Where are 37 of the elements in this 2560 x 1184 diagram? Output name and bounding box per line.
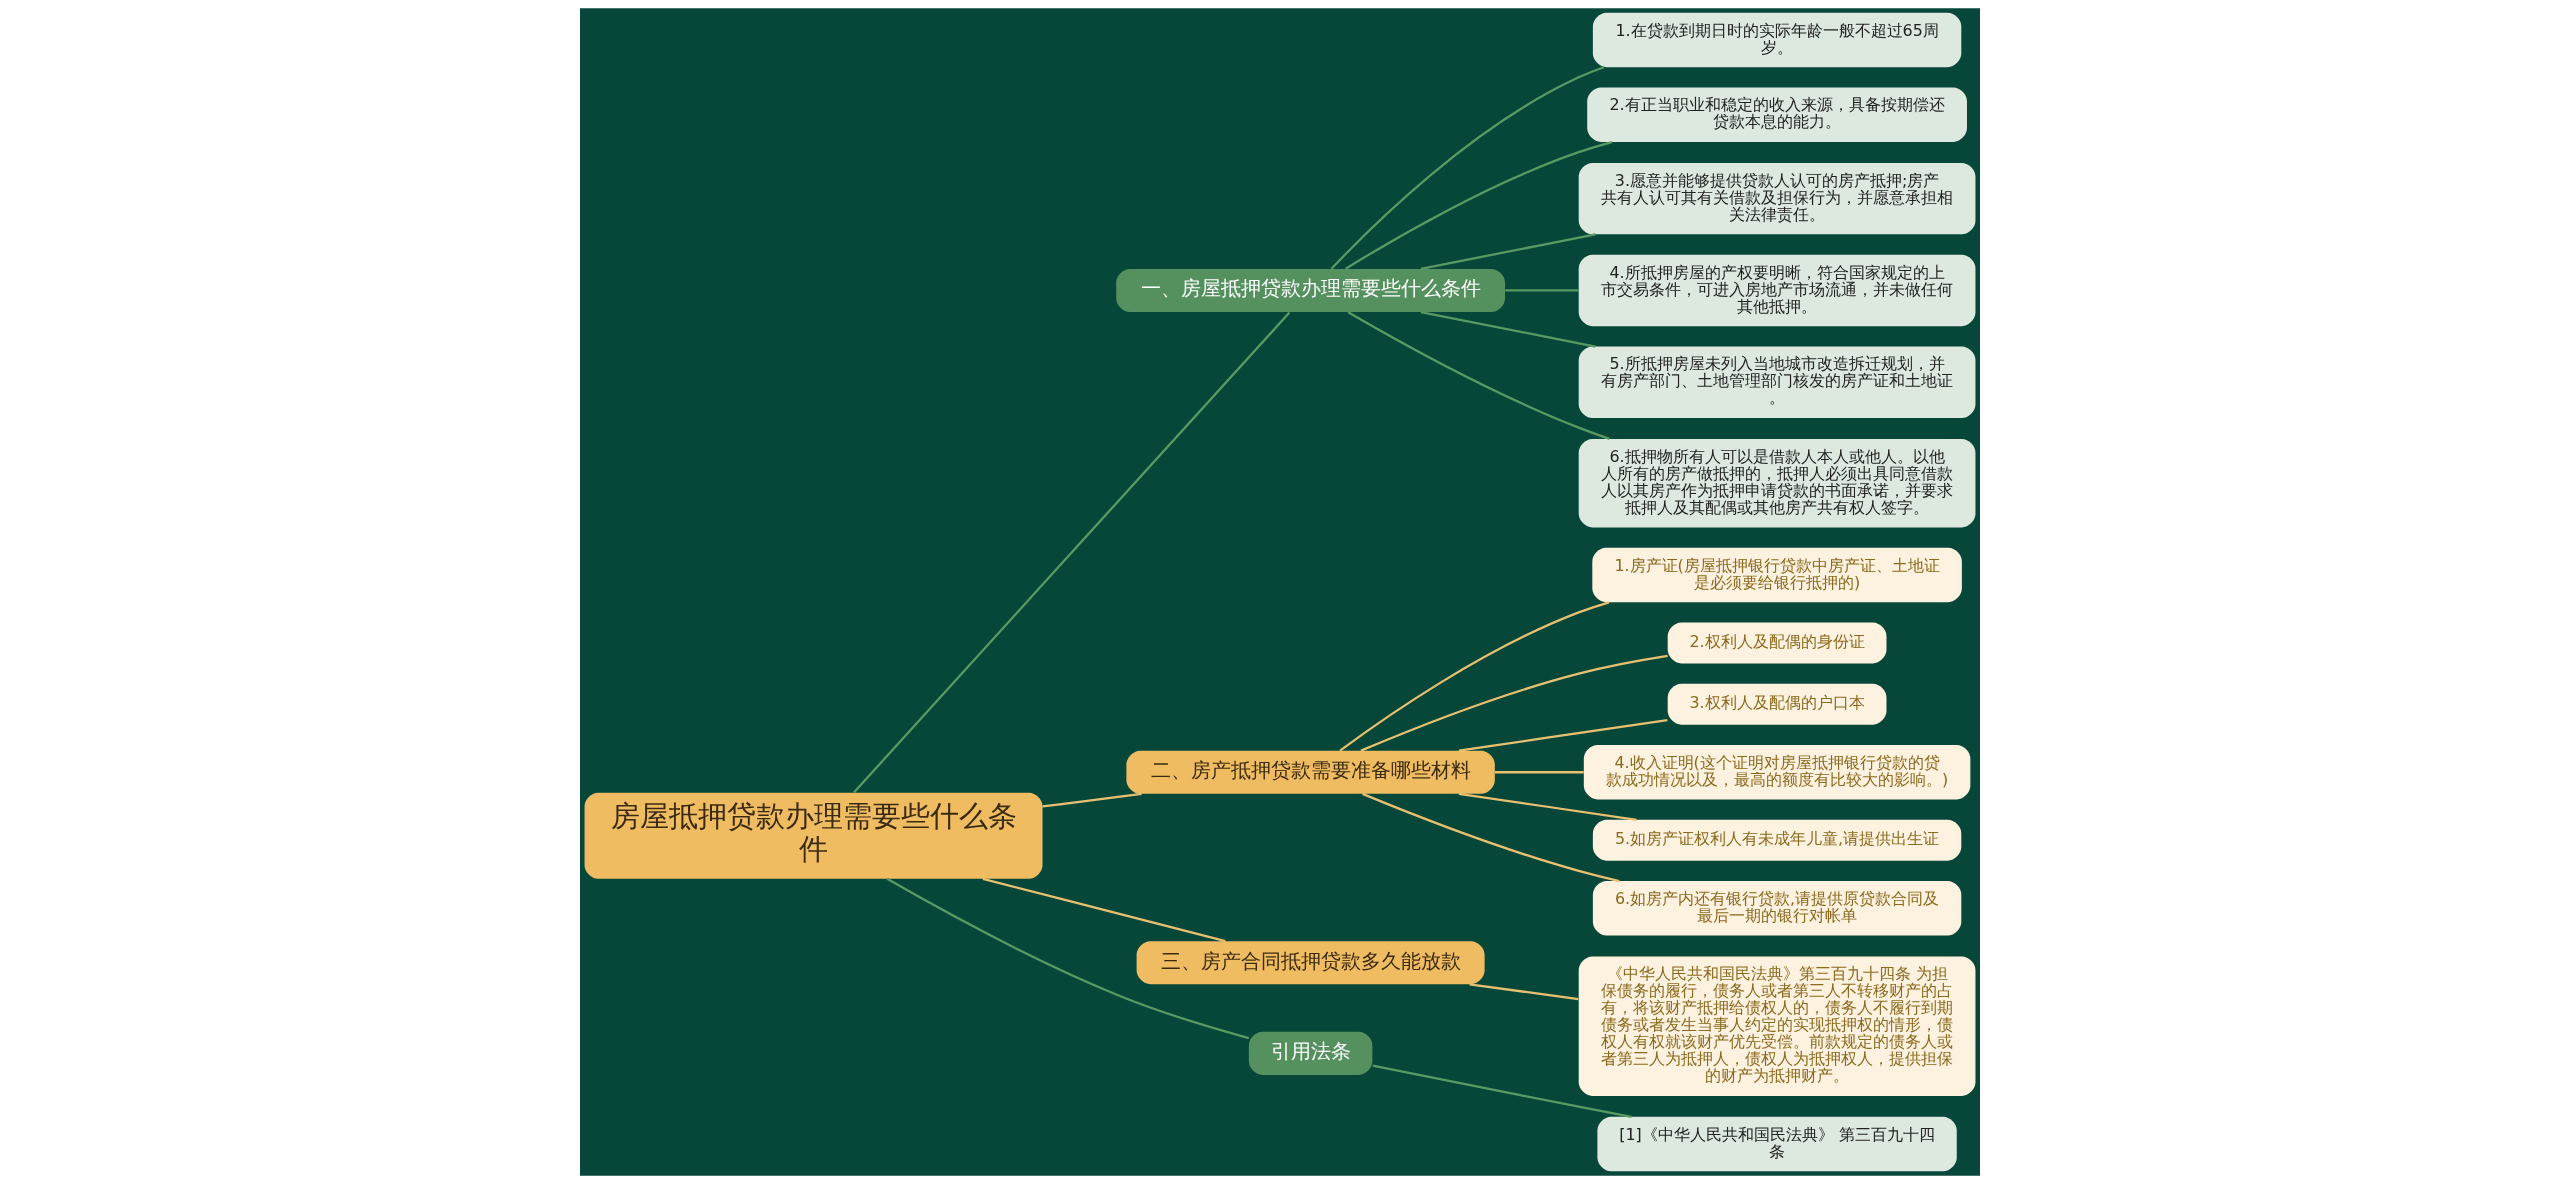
connector — [1339, 601, 1610, 752]
connector — [1494, 771, 1584, 774]
node-box: 1.房产证(房屋抵押银行贷款中房产证、土地证是必须要给银行抵押的) — [1592, 547, 1962, 603]
node-box: 二、房产抵押贷款需要准备哪些材料 — [1126, 750, 1495, 794]
node-box: [1]《中华人民共和国民法典》 第三百九十四条 — [1597, 1116, 1957, 1172]
connector — [853, 311, 1291, 794]
connector — [1458, 792, 1637, 821]
node-box: 一、房屋抵押贷款办理需要些什么条件 — [1116, 268, 1505, 312]
connector — [1469, 983, 1579, 1001]
node-box: 3.愿意并能够提供贷款人认可的房产抵押;房产共有人认可其有关借款及担保行为，并愿意承担相关法律责任。 — [1578, 162, 1976, 235]
connector — [1458, 719, 1668, 752]
node-box: 6.如房产内还有银行贷款,请提供原贷款合同及最后一期的银行对帐单 — [1592, 881, 1962, 936]
connector — [886, 877, 1250, 1040]
node-box: 《中华人民共和国民法典》第三百九十四条 为担保债务的履行，债务人或者第三人不转移财产的占有，将该财产抵押给债权人的，债务人不履行到期债务或者发生当事人约定的实现抵押权的情形，债权人有权就该财产优先受偿。前款规定的债务人或者第三人为抵押人，债权人为抵押权人，提供担保的财产为抵押财产。 — [1578, 956, 1976, 1096]
node-box: 4.收入证明(这个证明对房屋抵押银行贷款的贷款成功情况以及，最高的额度有比较大的影响。) — [1583, 745, 1971, 800]
node-box: 房屋抵押贷款办理需要些什么条件 — [584, 792, 1043, 879]
connector — [1347, 311, 1610, 440]
node-box: 4.所抵押房屋的产权要明晰，符合国家规定的上市交易条件，可进入房地产市场流通，并未做任何其他抵押。 — [1578, 254, 1976, 327]
node-box: 6.抵押物所有人可以是借款人本人或他人。以他人所有的房产做抵押的，抵押人必须出具同意借款人以其房产作为抵押申请贷款的书面承诺，并要求抵押人及其配偶或其他房产共有权人签字。 — [1578, 438, 1976, 528]
node-box: 2.有正当职业和稳定的收入来源，具备按期偿还贷款本息的能力。 — [1587, 87, 1967, 142]
node-box: 三、房产合同抵押贷款多久能放款 — [1136, 941, 1485, 985]
connector — [1360, 654, 1668, 752]
node-box: 引用法条 — [1248, 1031, 1373, 1075]
connector — [1042, 792, 1142, 808]
connector — [1372, 1064, 1632, 1118]
node-box: 2.权利人及配偶的身份证 — [1667, 622, 1887, 664]
node-box: 1.在贷款到期日时的实际年龄一般不超过65周岁。 — [1592, 12, 1962, 68]
node-box: 5.所抵押房屋未列入当地城市改造拆迁规划，并有房产部门、土地管理部门核发的房产证和土地证。 — [1578, 346, 1976, 418]
node-box: 3.权利人及配偶的户口本 — [1667, 683, 1887, 725]
node-box: 5.如房产证权利人有未成年儿童,请提供出生证 — [1592, 819, 1962, 861]
connector — [1505, 289, 1579, 292]
connector — [1330, 66, 1605, 270]
connector — [1420, 310, 1596, 348]
connector — [1362, 792, 1620, 883]
connector — [982, 877, 1226, 943]
connector — [1420, 233, 1596, 270]
connector — [1345, 140, 1613, 270]
